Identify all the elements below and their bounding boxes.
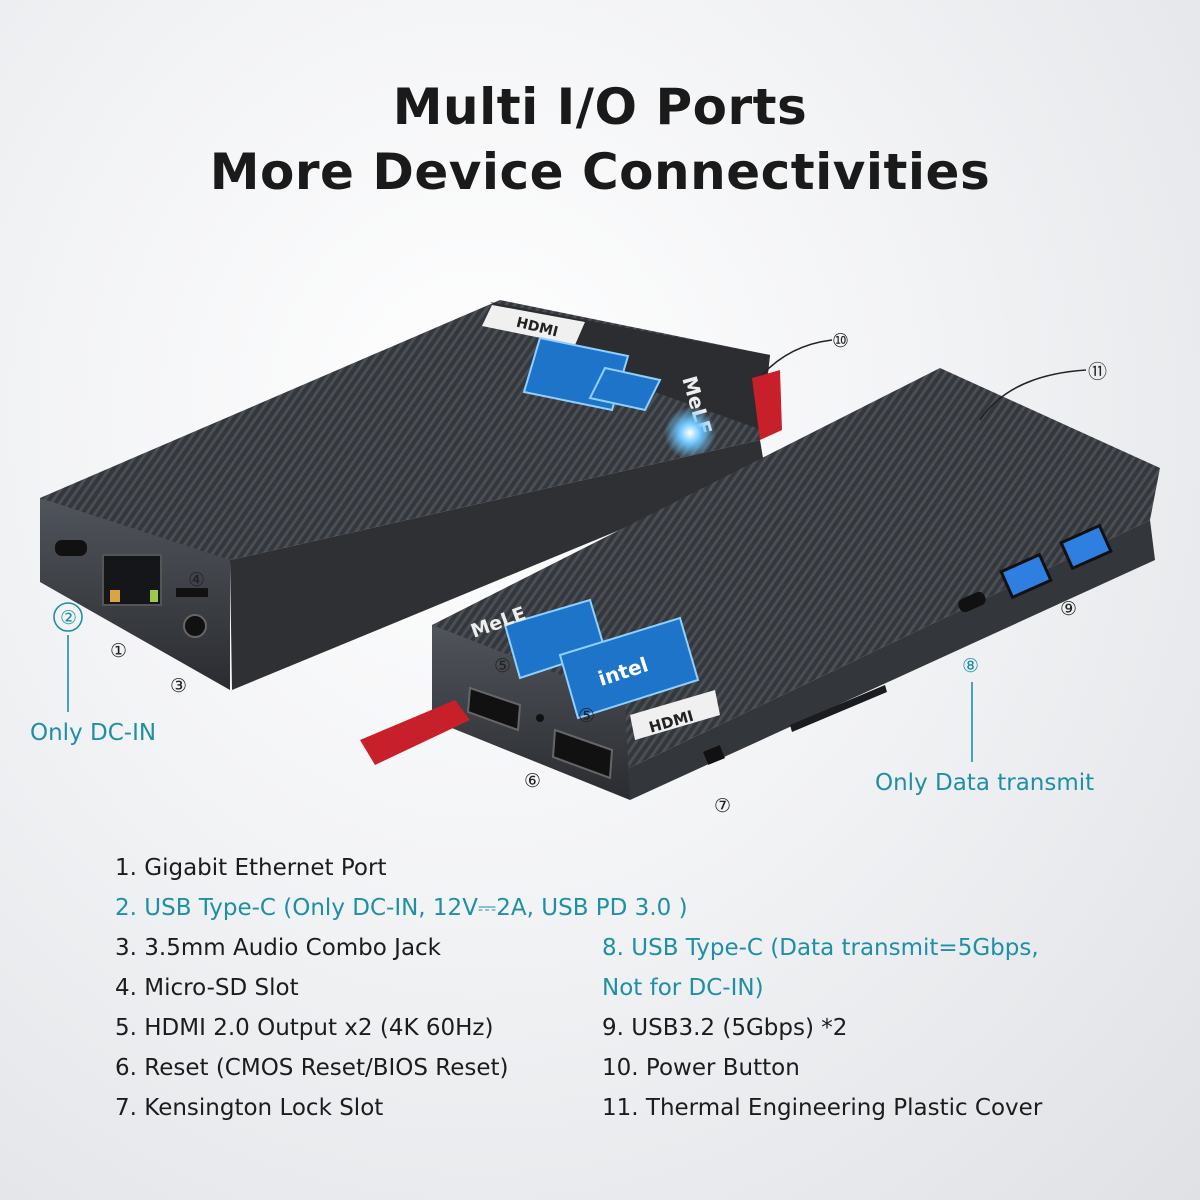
callout-5b: ⑤ (578, 705, 595, 727)
callout-4: ④ (188, 569, 205, 591)
right-red-strap (360, 700, 470, 765)
spec-item-8: 8. USB Type-C (Data transmit=5Gbps, (602, 928, 1039, 968)
spec-item-2: 2. USB Type-C (Only DC-IN, 12V⎓2A, USB P… (115, 888, 688, 928)
note-only-dc-in: Only DC-IN (30, 720, 156, 746)
callout-3: ③ (170, 675, 187, 697)
usb-c-dc-port (55, 540, 87, 556)
spec-item-10: 10. Power Button (602, 1048, 800, 1088)
spec-item-1: 1. Gigabit Ethernet Port (115, 848, 386, 888)
spec-item-5: 5. HDMI 2.0 Output x2 (4K 60Hz) (115, 1008, 493, 1048)
spec-item-3: 3. 3.5mm Audio Combo Jack (115, 928, 441, 968)
spec-item-11: 11. Thermal Engineering Plastic Cover (602, 1088, 1042, 1128)
power-button-glow (664, 407, 716, 459)
callout-1: ① (110, 640, 127, 662)
callout-2: ② (60, 607, 77, 629)
reset-hole (536, 714, 544, 722)
spec-item-4: 4. Micro-SD Slot (115, 968, 299, 1008)
callout-6: ⑥ (524, 770, 541, 792)
spec-item-8-continued: Not for DC-IN) (602, 968, 764, 1008)
audio-jack (184, 615, 206, 637)
product-illustration: HDMI MeLE intel MeLE HDMI (0, 0, 1200, 850)
ethernet-led (110, 590, 120, 602)
callout-8: ⑧ (962, 655, 979, 677)
callout-7: ⑦ (714, 795, 731, 817)
spec-item-7: 7. Kensington Lock Slot (115, 1088, 383, 1128)
ethernet-led-2 (150, 590, 158, 602)
callout-9: ⑨ (1060, 598, 1077, 620)
spec-item-6: 6. Reset (CMOS Reset/BIOS Reset) (115, 1048, 509, 1088)
callout-10-line (762, 340, 832, 375)
callout-5a: ⑤ (494, 655, 511, 677)
spec-item-9: 9. USB3.2 (5Gbps) *2 (602, 1008, 847, 1048)
callout-10: ⑩ (832, 330, 849, 352)
callout-11: ⑪ (1088, 361, 1107, 383)
note-only-data-transmit: Only Data transmit (875, 770, 1094, 796)
